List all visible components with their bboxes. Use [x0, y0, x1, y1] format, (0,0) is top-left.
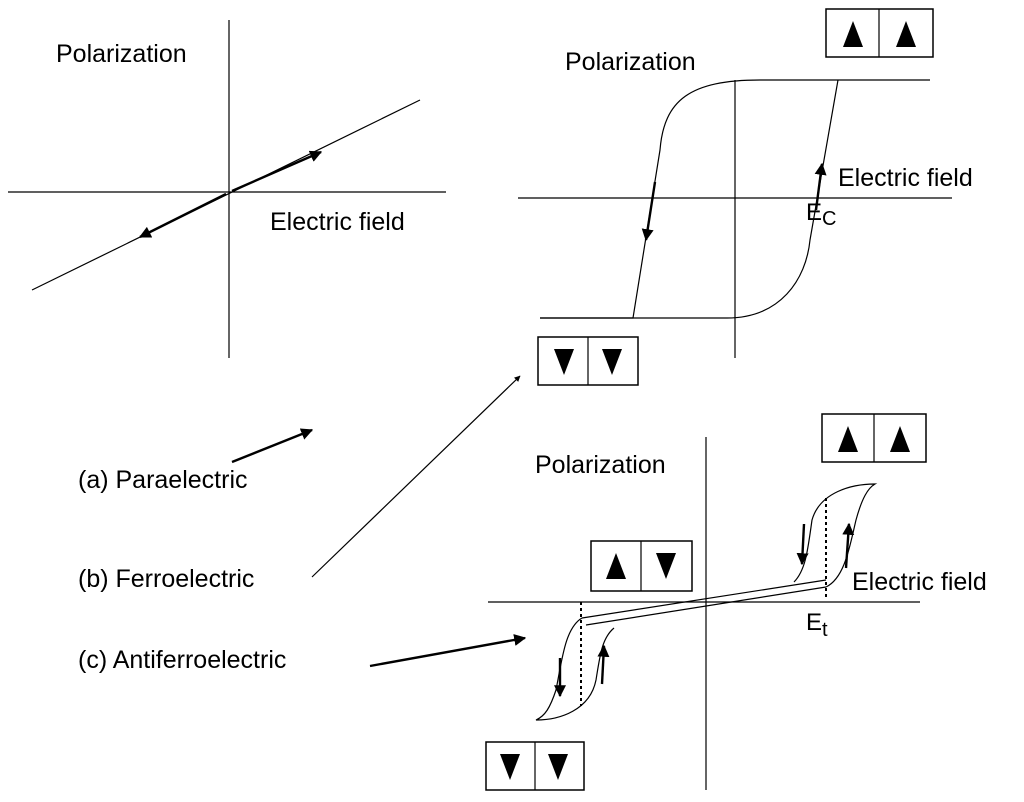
dipole-box-c-down: [485, 741, 585, 791]
dipole-box-c-anti: [590, 540, 693, 592]
dipole-box-b-down: [537, 336, 639, 386]
panel-a-paraelectric: Polarization Electric field: [8, 20, 446, 358]
label-paraelectric: (a) Paraelectric: [78, 466, 248, 494]
panel-c-ylabel: Polarization: [535, 451, 666, 479]
panel-b-arrow-down-icon: [641, 181, 657, 242]
dipole-up-icon: [843, 21, 863, 47]
panel-b-hysteresis-upper-branch: [540, 79, 930, 319]
panel-a-xlabel: Electric field: [270, 208, 405, 236]
panel-b-ylabel: Polarization: [565, 48, 696, 76]
panel-c-linear-region-upper: [581, 579, 827, 619]
panel-c-positive-arrow-up-icon: [842, 522, 855, 569]
panel-c-positive-loop: [793, 483, 878, 588]
panel-a-ylabel: Polarization: [56, 40, 187, 68]
panel-c-antiferroelectric: Polarization Electric field Et: [488, 437, 987, 790]
panel-c-negative-loop: [535, 617, 615, 721]
dipole-up-icon: [890, 426, 910, 452]
dipole-down-icon: [554, 349, 574, 375]
panel-b-arrow-up-icon: [814, 162, 827, 211]
panel-c-xlabel: Electric field: [852, 568, 987, 596]
panel-b-hysteresis-lower-branch: [540, 79, 839, 319]
panel-a-arrow-up-icon: [231, 150, 323, 193]
panel-b-ferroelectric: Polarization Electric field EC: [518, 48, 973, 358]
dipole-box-b-up: [825, 8, 934, 58]
label-antiferroelectric: (c) Antiferroelectric: [78, 646, 286, 674]
dipole-up-icon: [838, 426, 858, 452]
panel-b-coercive-field-label: EC: [806, 199, 836, 230]
dipole-up-icon: [896, 21, 916, 47]
pointer-arrow-ferroelectric-icon: [311, 375, 521, 578]
dipole-down-icon: [656, 553, 676, 579]
panel-c-negative-arrow-up-icon: [597, 644, 610, 685]
dipole-box-c-up: [821, 413, 927, 463]
panel-c-linear-region-lower: [585, 586, 827, 626]
dipole-up-icon: [606, 553, 626, 579]
panel-c-positive-arrow-down-icon: [796, 523, 809, 566]
pointer-arrow-paraelectric-icon: [231, 428, 314, 464]
pointer-arrow-antiferroelectric-icon: [369, 634, 527, 668]
dipole-down-icon: [602, 349, 622, 375]
label-ferroelectric: (b) Ferroelectric: [78, 565, 254, 593]
dipole-down-icon: [548, 754, 568, 780]
panel-a-arrow-down-icon: [138, 192, 227, 239]
panel-c-transition-field-label: Et: [806, 609, 828, 641]
panel-b-xlabel: Electric field: [838, 164, 973, 192]
dipole-down-icon: [500, 754, 520, 780]
